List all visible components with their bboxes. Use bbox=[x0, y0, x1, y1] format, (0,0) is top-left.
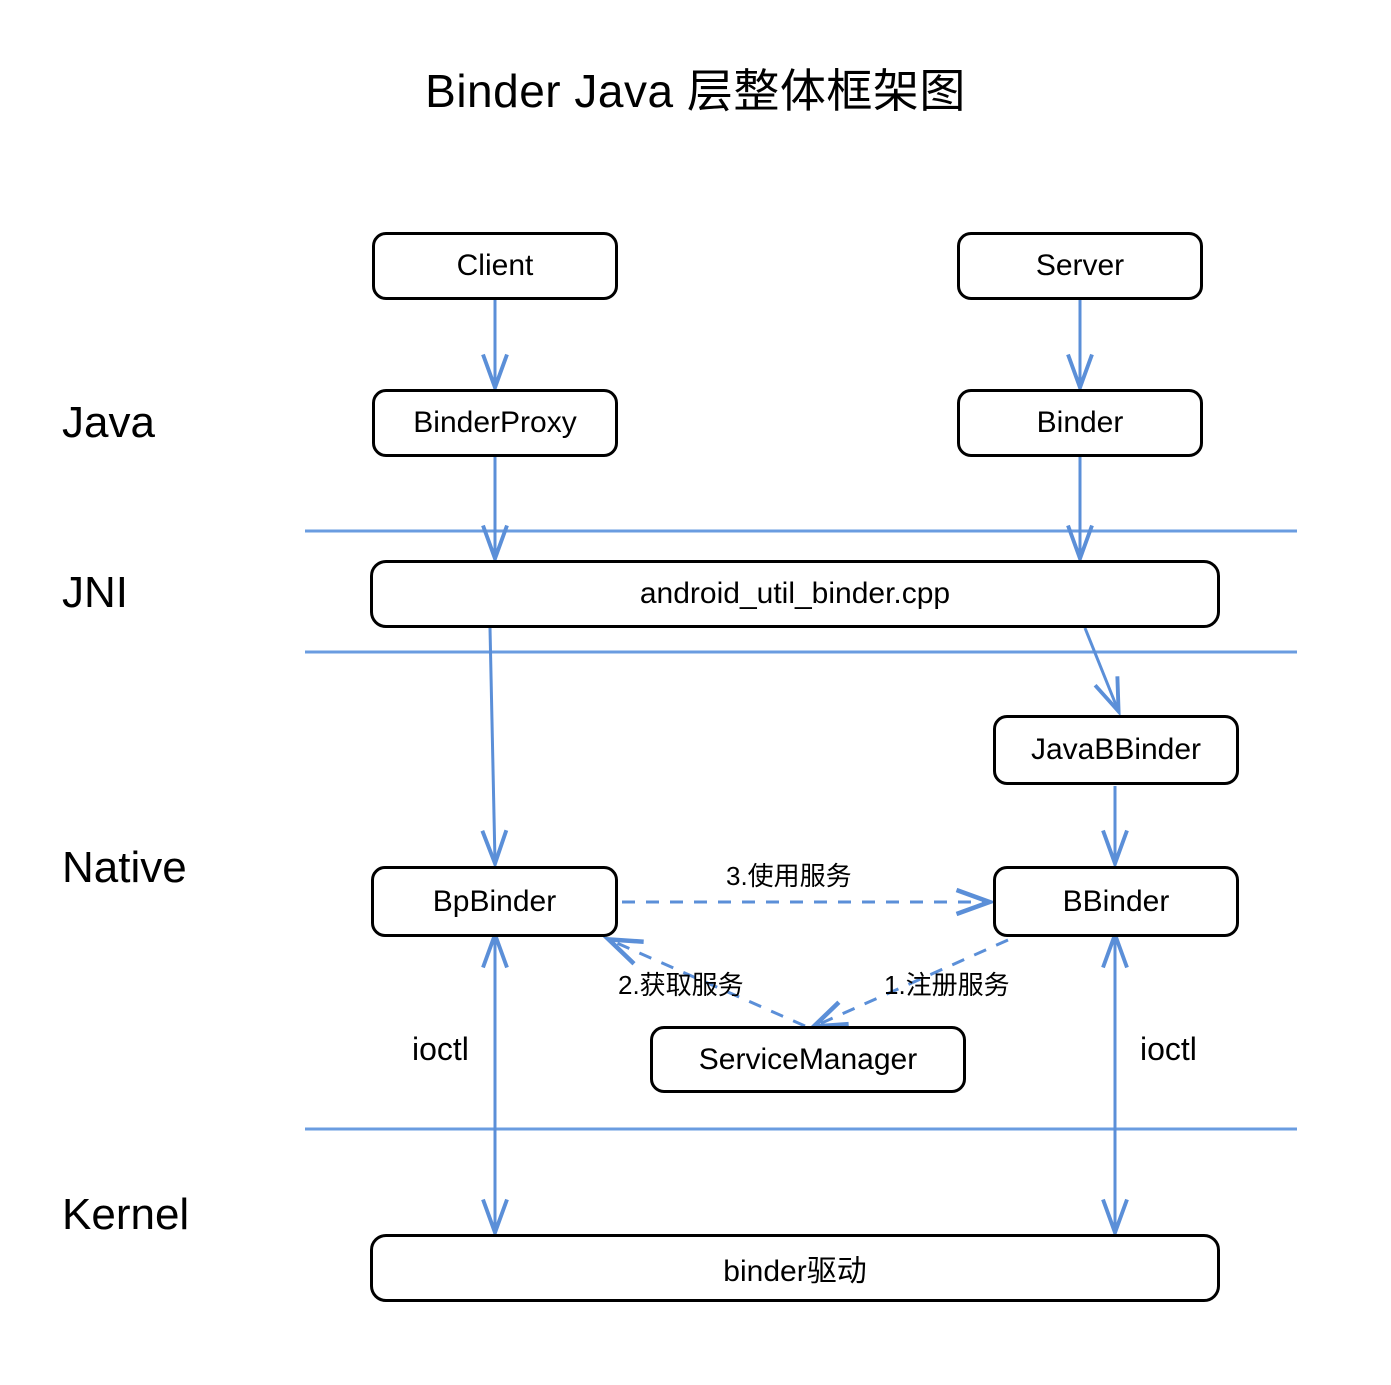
layer-label-native: Native bbox=[62, 843, 187, 892]
layer-label-java: Java bbox=[62, 398, 155, 447]
edge-label-ioctl-left: ioctl bbox=[412, 1031, 469, 1067]
node-bbinder[interactable]: BBinder bbox=[993, 866, 1239, 937]
node-client[interactable]: Client bbox=[372, 232, 618, 300]
node-javabbinder[interactable]: JavaBBinder bbox=[993, 715, 1239, 785]
edge-jni-bpbinder bbox=[480, 627, 509, 870]
layer-label-jni: JNI bbox=[62, 568, 128, 617]
node-binder[interactable]: Binder bbox=[957, 389, 1203, 457]
edge-label-use-service: 3.使用服务 bbox=[726, 861, 852, 891]
node-bpbinder[interactable]: BpBinder bbox=[371, 866, 618, 937]
edge-jni-javabbinder bbox=[1083, 627, 1121, 717]
node-binder-driver[interactable]: binder驱动 bbox=[370, 1234, 1220, 1302]
node-servicemanager[interactable]: ServiceManager bbox=[650, 1026, 966, 1093]
page-title: Binder Java 层整体框架图 bbox=[425, 65, 966, 117]
node-server[interactable]: Server bbox=[957, 232, 1203, 300]
node-android-util-binder-cpp[interactable]: android_util_binder.cpp bbox=[370, 560, 1220, 628]
edge-label-ioctl-right: ioctl bbox=[1140, 1031, 1197, 1067]
node-binderproxy[interactable]: BinderProxy bbox=[372, 389, 618, 457]
edge-label-get-service: 2.获取服务 bbox=[618, 970, 744, 1000]
layer-label-kernel: Kernel bbox=[62, 1190, 190, 1239]
edge-label-register-service: 1.注册服务 bbox=[884, 970, 1010, 1000]
